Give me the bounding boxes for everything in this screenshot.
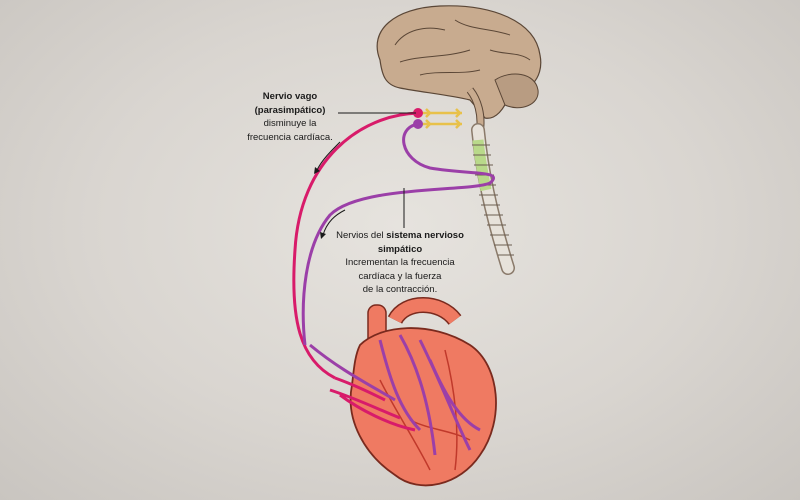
sympathetic-desc-3: de la contracción. — [362, 284, 438, 295]
vagus-subtitle: (parasimpático) — [254, 104, 326, 116]
vagus-ganglia — [422, 108, 462, 129]
label-leaders — [316, 112, 416, 236]
sympathetic-desc-2: cardíaca y la fuerza — [358, 270, 442, 282]
sympathetic-title-2: simpático — [377, 243, 423, 255]
sympathetic-title-1: sistema nervioso — [386, 230, 464, 241]
vagus-desc-2: frecuencia cardíaca. — [247, 131, 333, 143]
arrow-head-icon — [314, 167, 320, 174]
vagus-nerve-label: Nervio vago (parasimpático) disminuye la… — [230, 90, 350, 144]
vagus-desc-1: disminuye la — [263, 118, 317, 129]
arrow-head-icon — [320, 232, 326, 239]
spinal-column — [471, 123, 515, 275]
sympathetic-nerves — [301, 119, 495, 456]
sympathetic-prefix: Nervios del — [336, 230, 387, 241]
sympathetic-nerves-label: Nervios del sistema nervioso simpático I… — [325, 229, 475, 297]
brain-illustration — [376, 5, 542, 131]
sympathetic-desc-1: Incrementan la frecuencia — [345, 257, 455, 268]
vagus-title: Nervio vago — [262, 91, 318, 102]
